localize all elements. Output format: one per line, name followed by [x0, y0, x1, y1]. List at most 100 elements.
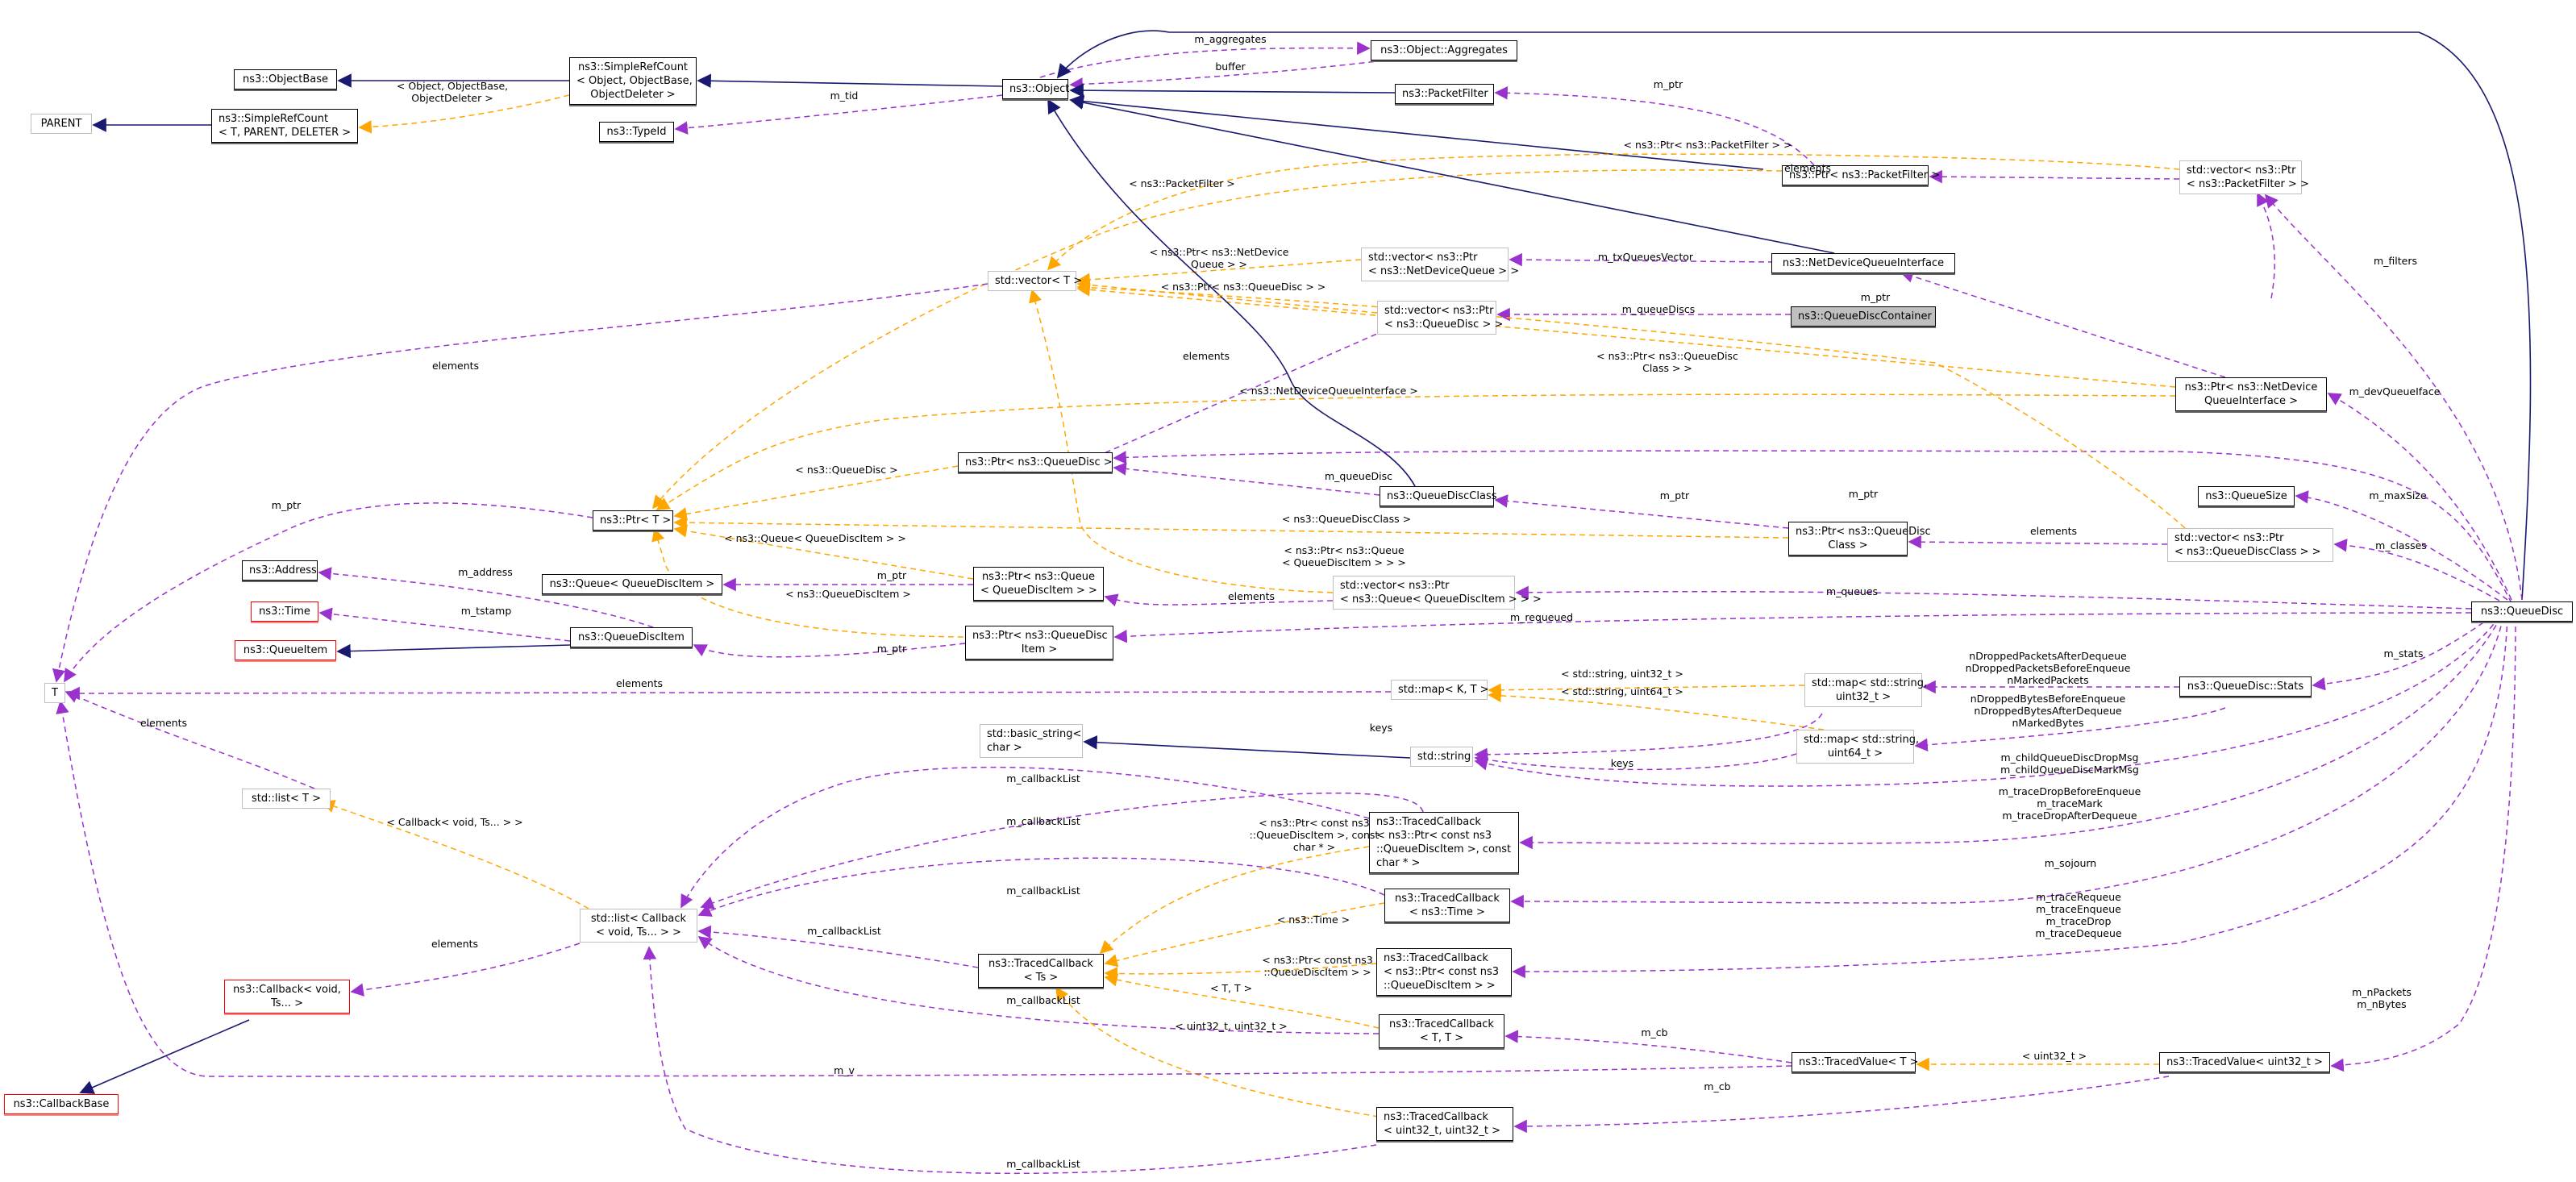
edge-label: m_ptr	[876, 569, 907, 581]
inheritance-edge	[1056, 30, 2532, 601]
node-list-callback[interactable]: std::list< Callback < void, Ts... > >	[580, 909, 697, 943]
usage-edge	[2327, 393, 2512, 601]
node-ptr-t[interactable]: ns3::Ptr< T >	[593, 510, 673, 531]
edge-label: m_callbackList	[1006, 1158, 1080, 1170]
edge-label: < ns3::PacketFilter >	[1129, 177, 1235, 189]
inheritance-edge	[1069, 95, 1835, 254]
edge-label: m_ptr	[1848, 488, 1879, 500]
edge-label: m_childQueueDiscDropMsg m_childQueueDisc…	[2000, 751, 2139, 776]
usage-edge	[2257, 192, 2275, 299]
node-map-string-uint32[interactable]: std::map< std::string, uint32_t >	[1804, 673, 1927, 707]
node-object[interactable]: ns3::Object	[1002, 79, 1069, 99]
node-object-aggregates[interactable]: ns3::Object::Aggregates	[1371, 40, 1517, 60]
node-address[interactable]: ns3::Address	[242, 560, 318, 581]
usage-edge	[2330, 616, 2516, 1072]
edge-label: < ns3::Ptr< const ns3 ::QueueDiscItem >,…	[1249, 817, 1380, 853]
node-queueitem[interactable]: ns3::QueueItem	[235, 640, 336, 660]
template-edge	[1047, 153, 2180, 271]
edge-label: m_tid	[830, 89, 859, 102]
node-ptr-packetfilter[interactable]: ns3::Ptr< ns3::PacketFilter >	[1782, 165, 1940, 185]
node-netdevicequeueinterface[interactable]: ns3::NetDeviceQueueInterface	[1771, 253, 1955, 273]
node-queue-queuediscitem[interactable]: ns3::Queue< QueueDiscItem >	[542, 574, 722, 594]
node-list-t[interactable]: std::list< T >	[242, 789, 331, 809]
edge-label: elements	[1227, 590, 1276, 602]
node-vector-ptr-queuedisc[interactable]: std::vector< ns3::Ptr < ns3::QueueDisc >…	[1377, 301, 1503, 335]
node-tracedcallback-qdi[interactable]: ns3::TracedCallback < ns3::Ptr< const ns…	[1376, 948, 1512, 996]
inheritance-edge	[697, 73, 1003, 89]
node-vector-ptr-packetfilter[interactable]: std::vector< ns3::Ptr < ns3::PacketFilte…	[2179, 160, 2309, 194]
edge-label: m_devQueueIface	[2349, 385, 2441, 397]
template-edge	[1055, 986, 1380, 1117]
template-edge	[1104, 973, 1380, 1029]
usage-edge	[1519, 616, 2502, 850]
node-time[interactable]: ns3::Time	[251, 601, 318, 622]
edge-label: m_address	[458, 566, 513, 578]
node-objectbase[interactable]: ns3::ObjectBase	[234, 69, 337, 89]
node-tracedcallback-time[interactable]: ns3::TracedCallback < ns3::Time >	[1384, 889, 1510, 922]
edge-label: < Callback< void, Ts... > >	[386, 816, 523, 828]
usage-edge	[1069, 57, 1404, 91]
node-simplerefcount-object[interactable]: ns3::SimpleRefCount < Object, ObjectBase…	[569, 57, 697, 105]
edge-label: elements	[1783, 162, 1832, 174]
edge-label: elements	[139, 717, 188, 729]
node-map-k-t[interactable]: std::map< K, T >	[1391, 680, 1489, 700]
inheritance-edge	[1083, 735, 1411, 759]
node-tracedcallback-uint32-uint32[interactable]: ns3::TracedCallback < uint32_t, uint32_t…	[1376, 1107, 1513, 1141]
node-queuedisccontainer[interactable]: ns3::QueueDiscContainer	[1791, 306, 1936, 327]
template-edge	[673, 524, 974, 580]
node-packetfilter[interactable]: ns3::PacketFilter	[1395, 84, 1494, 104]
template-edge	[1099, 846, 1370, 955]
node-map-string-uint64[interactable]: std::map< std::string, uint64_t >	[1796, 730, 1919, 764]
node-std-string[interactable]: std::string	[1410, 747, 1473, 767]
node-typeid[interactable]: ns3::TypeId	[599, 122, 674, 142]
node-queuediscitem[interactable]: ns3::QueueDiscItem	[570, 627, 693, 647]
node-queuedisc[interactable]: ns3::QueueDisc	[2471, 601, 2573, 622]
node-queuedisc-stats[interactable]: ns3::QueueDisc::Stats	[2179, 676, 2312, 697]
usage-edge	[1113, 612, 2472, 643]
node-vector-ptr-queuediscclass[interactable]: std::vector< ns3::Ptr < ns3::QueueDiscCl…	[2167, 528, 2333, 562]
node-parent[interactable]: PARENT	[31, 114, 92, 134]
node-tracedvalue-uint32[interactable]: ns3::TracedValue< uint32_t >	[2159, 1052, 2330, 1072]
template-edge	[1076, 281, 2186, 529]
edge-label: keys	[1369, 722, 1393, 734]
edge-label: < ns3::NetDeviceQueueInterface >	[1239, 385, 1418, 397]
node-tracedcallback-qdi-char[interactable]: ns3::TracedCallback < ns3::Ptr< const ns…	[1369, 812, 1519, 873]
edge-label: m_traceRequeue m_traceEnqueue m_traceDro…	[2035, 891, 2122, 939]
node-tracedcallback-t-t[interactable]: ns3::TracedCallback < T, T >	[1379, 1014, 1504, 1048]
node-ptr-queue-queuediscitem[interactable]: ns3::Ptr< ns3::Queue < QueueDiscItem > >	[973, 567, 1104, 601]
usage-edge	[697, 925, 979, 968]
node-callbackbase[interactable]: ns3::CallbackBase	[4, 1094, 119, 1114]
node-simplerefcount-t[interactable]: ns3::SimpleRefCount < T, PARENT, DELETER…	[211, 109, 358, 143]
usage-edge	[318, 567, 654, 628]
node-vector-ptr-queue-queuediscitem[interactable]: std::vector< ns3::Ptr < ns3::Queue< Queu…	[1333, 576, 1542, 610]
node-tracedcallback-ts[interactable]: ns3::TracedCallback < Ts >	[978, 954, 1104, 988]
usage-edge	[1900, 269, 2226, 378]
edge-label: m_ptr	[271, 499, 302, 511]
node-ptr-queuedisc[interactable]: ns3::Ptr< ns3::QueueDisc >	[958, 452, 1113, 472]
node-callback[interactable]: ns3::Callback< void, Ts... >	[224, 980, 350, 1013]
edge-label: m_filters	[2373, 255, 2418, 267]
node-ptr-queuediscclass[interactable]: ns3::Ptr< ns3::QueueDisc Class >	[1788, 522, 1931, 556]
node-queuediscclass[interactable]: ns3::QueueDiscClass	[1380, 486, 1497, 506]
template-edge	[651, 169, 1783, 510]
node-basic-string[interactable]: std::basic_string< char >	[980, 724, 1083, 758]
node-vector-ptr-netdevicequeue[interactable]: std::vector< ns3::Ptr < ns3::NetDeviceQu…	[1361, 248, 1519, 281]
edge-label: < ns3::Ptr< const ns3 ::QueueDiscItem > …	[1262, 954, 1373, 978]
edge-label: m_txQueuesVector	[1597, 251, 1694, 263]
usage-edge	[350, 943, 581, 997]
edge-label: m_ptr	[1653, 78, 1683, 90]
edge-label: m_ptr	[1860, 291, 1891, 303]
node-ptr-queuediscitem[interactable]: ns3::Ptr< ns3::QueueDisc Item >	[965, 626, 1113, 660]
usage-edge	[1039, 41, 1371, 78]
template-edge	[1076, 278, 1378, 314]
node-tracedvalue-t[interactable]: ns3::TracedValue< T >	[1792, 1052, 1918, 1072]
node-t[interactable]: T	[44, 683, 65, 703]
node-vector-t[interactable]: std::vector< T >	[988, 271, 1082, 291]
node-ptr-netdevicequeueinterface[interactable]: ns3::Ptr< ns3::NetDevice QueueInterface …	[2175, 377, 2327, 411]
node-queuesize[interactable]: ns3::QueueSize	[2198, 486, 2295, 506]
usage-edge	[1914, 707, 2226, 752]
edge-label: < ns3::QueueDiscClass >	[1281, 513, 1412, 525]
edge-label: < ns3::Ptr< ns3::QueueDisc > >	[1160, 281, 1326, 293]
edge-label: < ns3::QueueDiscItem >	[785, 588, 911, 600]
edge-label: < ns3::Queue< QueueDiscItem > >	[724, 532, 906, 544]
